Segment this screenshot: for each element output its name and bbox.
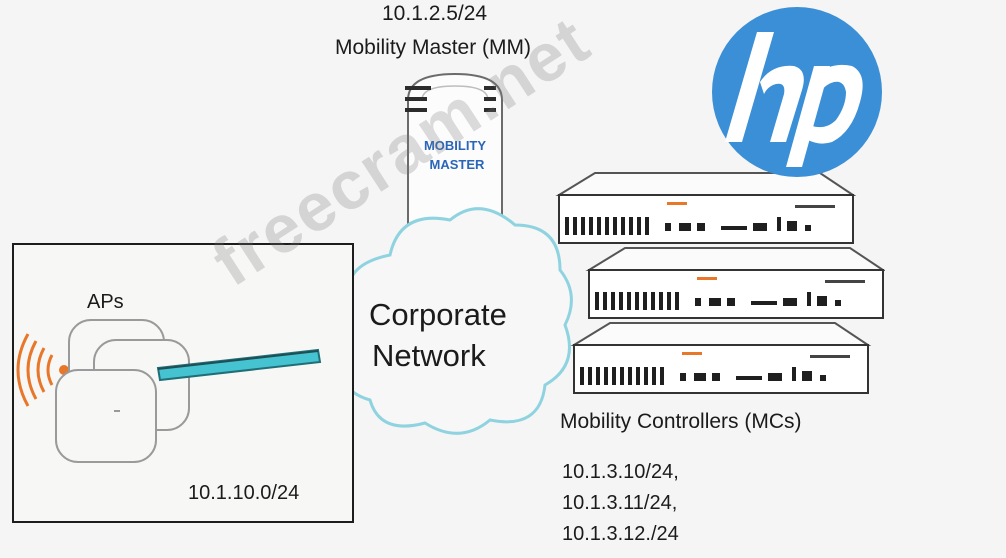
mm-ip-address: 10.1.2.5/24 bbox=[382, 2, 488, 25]
mc-ip-1: 10.1.3.10/24, bbox=[562, 461, 679, 483]
hp-logo bbox=[712, 7, 882, 177]
access-point-3 bbox=[55, 369, 157, 463]
mc-title: Mobility Controllers (MCs) bbox=[560, 410, 802, 433]
mobility-master-device: MOBILITY MASTER bbox=[405, 72, 503, 231]
access-points-group bbox=[16, 319, 190, 463]
mm-device-text-1: MOBILITY bbox=[424, 138, 486, 153]
mm-title: Mobility Master (MM) bbox=[335, 36, 532, 59]
network-cable bbox=[156, 348, 322, 382]
mm-device-text-2: MASTER bbox=[430, 157, 486, 172]
ap-subnet-label: 10.1.10.0/24 bbox=[188, 482, 300, 504]
mobility-controller-2 bbox=[585, 247, 885, 319]
aps-label: APs bbox=[87, 291, 124, 313]
mobility-controllers-stack bbox=[555, 172, 885, 394]
mc-ip-3: 10.1.3.12./24 bbox=[562, 523, 679, 545]
mc-ip-2: 10.1.3.11/24, bbox=[562, 492, 678, 514]
cloud-label-line1: Corporate bbox=[369, 297, 507, 332]
cloud-label-line2: Network bbox=[372, 338, 486, 373]
mobility-controller-3 bbox=[570, 322, 872, 394]
wifi-signal-icon bbox=[16, 333, 69, 407]
